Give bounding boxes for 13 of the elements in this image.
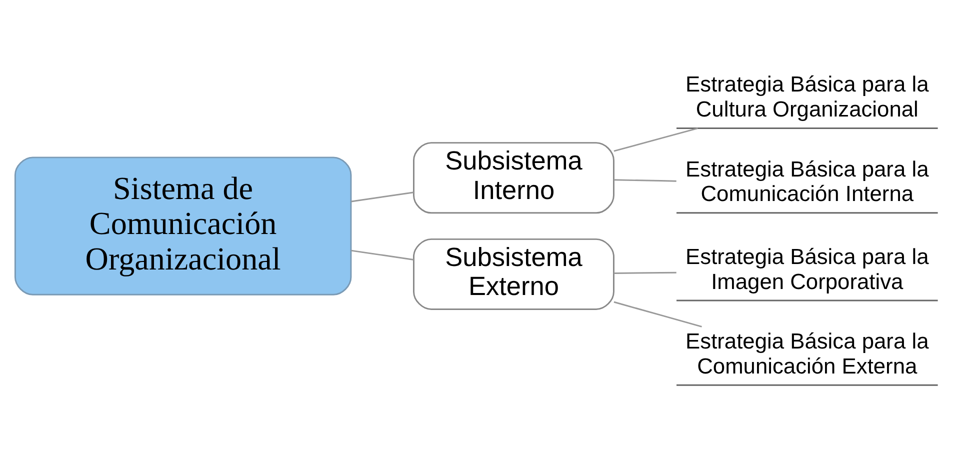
node-box: Sistema de Comunicación Organizacional — [14, 156, 352, 295]
connector — [351, 249, 414, 260]
connector — [614, 178, 676, 182]
connector — [614, 271, 676, 274]
node-text: Estrategia Básica para la Cultura Organizacional — [686, 71, 929, 122]
node-text: Estrategia Básica para la Comunicación Externa — [686, 328, 929, 378]
connector — [614, 127, 698, 152]
node-box: Subsistema Interno — [413, 142, 614, 214]
connector — [351, 191, 414, 202]
node-text: Estrategia Básica para la Comunicación Interna — [686, 156, 929, 206]
node-text: Estrategia Básica para la Imagen Corporativa — [686, 243, 929, 294]
connector — [614, 300, 702, 327]
node-box: Subsistema Externo — [413, 238, 614, 310]
